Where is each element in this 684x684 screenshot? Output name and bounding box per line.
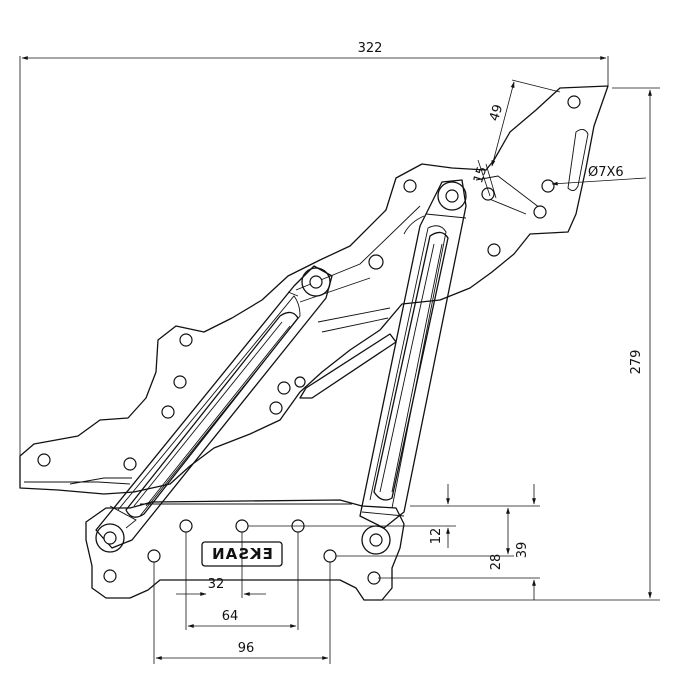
dimension-lines — [19, 56, 660, 664]
hole — [179, 333, 193, 347]
dim-hole-pitch-64: 64 — [222, 609, 239, 624]
hole — [294, 376, 306, 388]
hole — [123, 457, 137, 471]
upper-plate — [19, 85, 609, 495]
hole — [403, 179, 417, 193]
pivot-pin — [369, 533, 383, 547]
pivot — [301, 267, 331, 297]
hole — [161, 405, 175, 419]
hole — [277, 381, 291, 395]
hole — [533, 205, 547, 219]
hole — [481, 187, 495, 201]
dim-overall-width: 322 — [358, 41, 383, 56]
hole — [541, 179, 555, 193]
hole — [179, 519, 193, 533]
dim-slot-size: Ø7X6 — [588, 165, 624, 180]
pivot-pin — [445, 189, 459, 203]
hole — [269, 401, 283, 415]
pivot-pin — [103, 531, 117, 545]
dim-pin-offset: 15 — [471, 165, 490, 185]
dim-slot-offset: 49 — [487, 103, 506, 123]
dim-hole-pitch-32: 32 — [208, 577, 225, 592]
hole — [37, 453, 51, 467]
pivot — [95, 523, 125, 553]
dimension-labels: 322 279 49 15 Ø7X6 12 28 39 32 64 96 — [208, 41, 644, 656]
dim-overall-height: 279 — [629, 350, 644, 375]
hole — [567, 95, 581, 109]
hole — [487, 243, 501, 257]
right-arm — [359, 179, 467, 555]
hole — [103, 569, 117, 583]
dim-hole-vertical-28: 28 — [489, 554, 504, 571]
left-arm — [95, 265, 333, 553]
pivot-pin — [309, 275, 323, 289]
hole — [235, 519, 249, 533]
hole — [147, 549, 161, 563]
hole — [173, 375, 187, 389]
dim-hole-vertical-39: 39 — [515, 542, 530, 559]
hole — [368, 254, 384, 270]
dim-hole-vertical-12: 12 — [429, 528, 444, 545]
dim-hole-pitch-96: 96 — [238, 641, 255, 656]
base-plate: EKSAN — [85, 499, 405, 601]
hole — [323, 549, 337, 563]
pivot — [437, 181, 467, 211]
